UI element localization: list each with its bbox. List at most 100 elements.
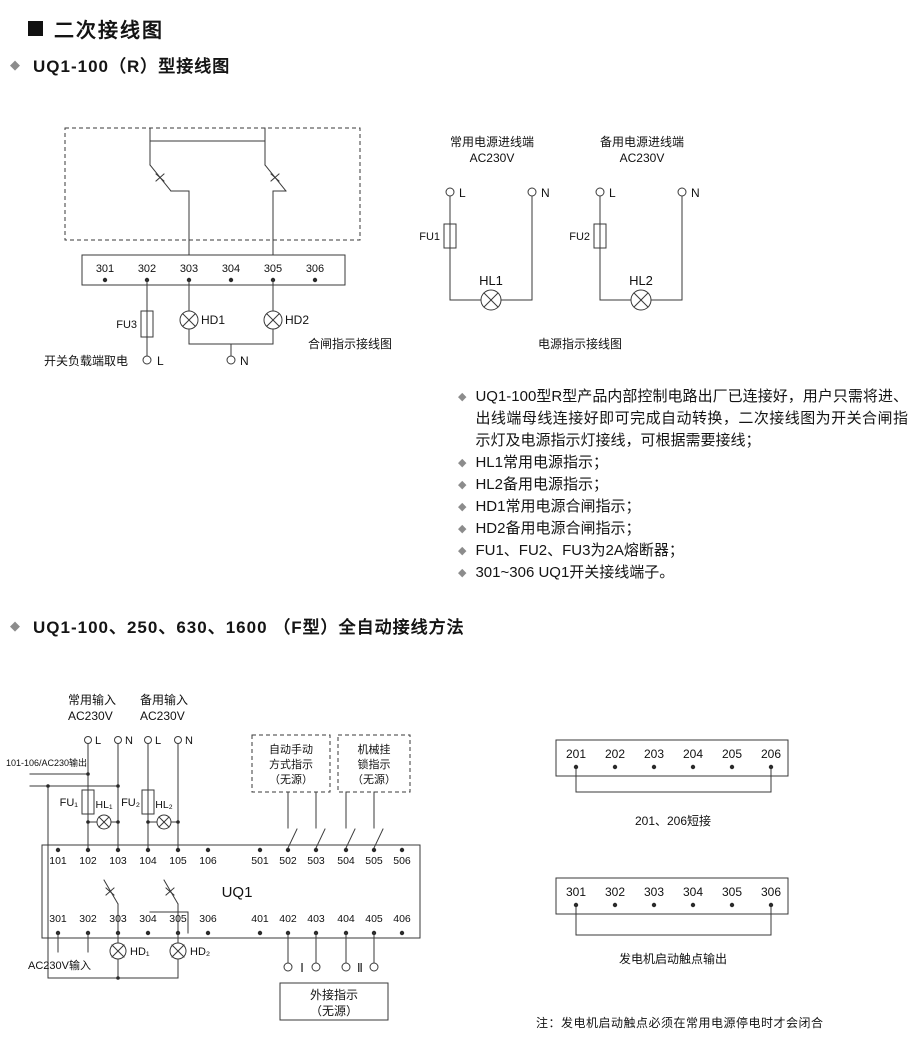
n-terminal-label: N [185, 735, 193, 747]
n-terminal-label: N [125, 735, 133, 747]
terminal-label: 402 [279, 913, 297, 925]
n-terminal-label: N [691, 186, 700, 200]
l-terminal-label: L [609, 186, 616, 200]
strip-301-caption: 发电机启动触点输出 [619, 951, 727, 966]
external-indication-terminals: Ⅰ Ⅱ [283, 932, 379, 975]
strip-201-caption: 201、206短接 [635, 813, 711, 828]
terminal-label: 406 [393, 913, 411, 925]
terminal-label: 205 [722, 747, 742, 761]
terminal-label: 506 [393, 855, 411, 867]
diamond-icon: ◆ [458, 523, 467, 535]
hd2-lamp: HD₂ [47, 932, 210, 980]
terminal-label: 302 [138, 263, 156, 275]
fu2-hl2-branch: FU₂ HL₂ [121, 789, 180, 830]
padlock-line2: 锁指示 [358, 757, 391, 771]
fuse-fu1-label: FU₁ [60, 797, 79, 809]
strip-301-306: 301 302 303 304 305 306 发电机启动触点输出 [555, 877, 789, 966]
padlock-line3: （无源） [352, 772, 396, 786]
normal-power-voltage: AC230V [470, 151, 515, 165]
terminal-label: 301 [96, 263, 114, 275]
note-text: HD2备用电源合闸指示； [475, 520, 641, 537]
group2-label: Ⅱ [357, 961, 363, 975]
terminal-label: 305 [722, 885, 742, 899]
terminal-label: 303 [180, 263, 198, 275]
backup-input-label: 备用输入 [140, 692, 188, 707]
terminal-label: 401 [251, 913, 269, 925]
note-item: ◆HL1常用电源指示； [458, 452, 908, 474]
terminal-label: 303 [109, 913, 127, 925]
terminal-label: 305 [169, 913, 187, 925]
terminal-label: 301 [49, 913, 67, 925]
terminal-label: 404 [337, 913, 355, 925]
notes-list: ◆ UQ1-100型R型产品内部控制电路出厂已连接好，用户只需将进、出线端母线连接… [458, 386, 908, 584]
lamp-hd1-label: HD₁ [130, 946, 150, 958]
ac-input-wires: AC230V输入 [28, 932, 91, 972]
note-text: UQ1-100型R型产品内部控制电路出厂已连接好，用户只需将进、出线端母线连接好… [475, 388, 908, 449]
output-tap-label: 101-106/AC230输出 [6, 757, 87, 768]
external-indication-box: 外接指示 （无源） [279, 982, 389, 1021]
diamond-icon: ◆ [458, 567, 467, 579]
section1-title-row: ◆ UQ1-100（R）型接线图 [10, 52, 230, 77]
diamond-icon: ◆ [458, 479, 467, 491]
terminal-label: 405 [365, 913, 383, 925]
diamond-icon: ◆ [458, 545, 467, 557]
diamond-icon: ◆ [458, 457, 467, 469]
ac-input-label: AC230V输入 [28, 958, 91, 972]
diamond-icon: ◆ [10, 617, 20, 633]
line-n-label: N [240, 354, 249, 368]
page-title: 二次接线图 [54, 20, 164, 42]
power-indication-caption: 电源指示接线图 [538, 336, 622, 351]
terminal-label: 306 [199, 913, 217, 925]
section1-title: UQ1-100（R）型接线图 [33, 57, 231, 76]
terminal-label: 204 [683, 747, 703, 761]
terminal-label: 104 [139, 855, 157, 867]
l-terminal-label: L [459, 186, 466, 200]
auto-manual-line3: （无源） [269, 772, 313, 786]
fuse-fu2-label: FU2 [569, 231, 590, 243]
normal-input-voltage: AC230V [68, 709, 113, 723]
auto-manual-line1: 自动手动 [269, 742, 313, 756]
note-item: ◆ FU1、FU2、FU3为2A熔断器； [458, 540, 908, 562]
closing-indication-caption: 合闸指示接线图 [308, 336, 392, 351]
n-terminal-label: N [541, 186, 550, 200]
terminal-label: 501 [251, 855, 269, 867]
note-text: FU1、FU2、FU3为2A熔断器； [475, 542, 684, 559]
terminal-label: 304 [683, 885, 703, 899]
terminal-label: 301 [566, 885, 586, 899]
neutral-return: N [188, 328, 274, 368]
terminal-label: 102 [79, 855, 97, 867]
normal-input-label: 常用输入 [68, 692, 116, 707]
note-item: ◆ HD2备用电源合闸指示； [458, 518, 908, 540]
terminal-label: 306 [306, 263, 324, 275]
main-title-row: 二次接线图 [28, 14, 164, 43]
fuse-fu3-label: FU3 [116, 319, 137, 331]
terminal-block-301-306: 301 302 303 304 305 306 [81, 254, 346, 286]
diamond-icon: ◆ [10, 56, 20, 72]
indicator-contacts [287, 791, 384, 849]
terminal-label: 305 [264, 263, 282, 275]
terminal-label: 202 [605, 747, 625, 761]
terminal-label: 306 [761, 885, 781, 899]
terminal-label: 503 [307, 855, 325, 867]
note-text: HD1常用电源合闸指示； [475, 498, 641, 515]
hd1-lamp: HD₁ [109, 932, 150, 979]
padlock-indicator-box: 机械挂 锁指示 （无源） [337, 734, 411, 793]
l-terminal-label: L [95, 735, 101, 747]
terminal-label: 304 [139, 913, 157, 925]
fu1-hl1-branch: FU₁ HL₁ [60, 789, 120, 830]
note-item: ◆UQ1-100型R型产品内部控制电路出厂已连接好，用户只需将进、出线端母线连接… [458, 386, 908, 452]
backup-power-circuit: 备用电源进线端 AC230V L N FU2 HL2 [569, 135, 700, 311]
terminal-label: 201 [566, 747, 586, 761]
r-type-wiring-diagram: 301 302 303 304 305 306 FU3 开关负载端取电 L HD… [44, 127, 392, 368]
terminal-label: 302 [605, 885, 625, 899]
backup-power-voltage: AC230V [620, 151, 665, 165]
terminal-label: 303 [644, 885, 664, 899]
lamp-hl2-label: HL2 [629, 273, 653, 288]
output-tap: 101-106/AC230输出 [6, 757, 120, 979]
power-indication-diagram: 常用电源进线端 AC230V L N FU1 HL1 备用电源进线端 AC230… [419, 135, 700, 351]
lamp-hl2-label: HL₂ [155, 799, 173, 811]
normal-power-title: 常用电源进线端 [450, 135, 534, 149]
terminal-label: 504 [337, 855, 355, 867]
f-type-wiring-diagram: 常用输入 AC230V 备用输入 AC230V L N L N 101-106/… [6, 692, 421, 1021]
terminal-strips-diagram: 201 202 203 204 205 206 201、206短接 301 30… [555, 739, 789, 966]
